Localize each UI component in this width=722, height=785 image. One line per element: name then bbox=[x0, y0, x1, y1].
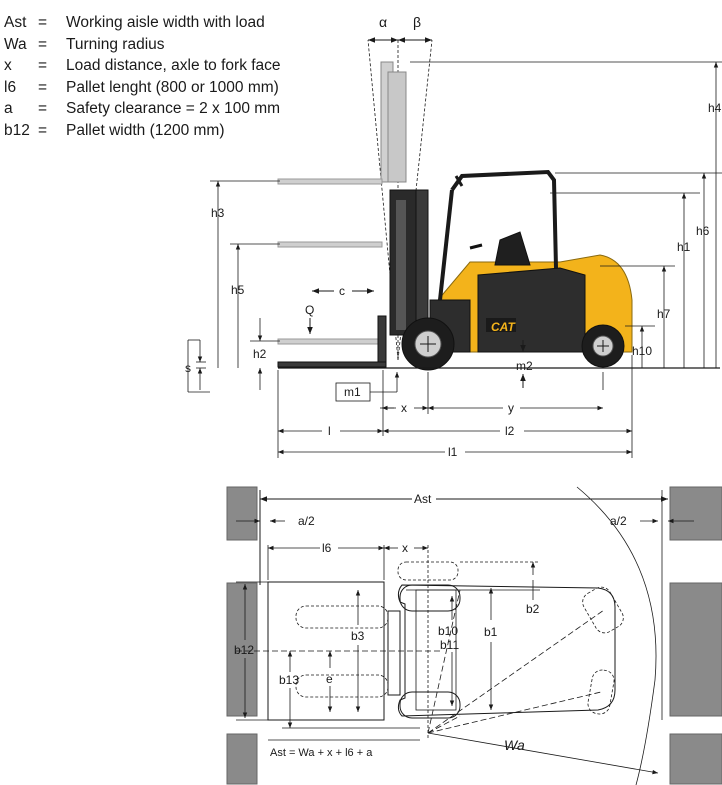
a2-right-label: a/2 bbox=[610, 514, 627, 528]
l2-label: l2 bbox=[505, 424, 515, 438]
legend-description: Turning radius bbox=[66, 35, 165, 53]
formula-label: Ast = Wa + x + l6 + a bbox=[270, 747, 373, 759]
legend-equals: = bbox=[38, 35, 48, 53]
h5-label: h5 bbox=[231, 283, 245, 297]
h4-label: h4 bbox=[708, 101, 722, 115]
legend-equals: = bbox=[38, 57, 48, 74]
forks bbox=[277, 178, 387, 368]
legend-equals: = bbox=[38, 121, 48, 139]
legend-symbol: b12 bbox=[4, 121, 30, 139]
a2-left-label: a/2 bbox=[298, 514, 315, 528]
legend-equals: = bbox=[38, 78, 48, 96]
b10-label: b10 bbox=[438, 624, 458, 638]
legend-symbol: Ast bbox=[4, 14, 27, 31]
legend-symbol: x bbox=[4, 57, 12, 74]
legend-description: Pallet lenght (800 or 1000 mm) bbox=[66, 78, 279, 96]
beta-label: β bbox=[413, 14, 421, 30]
c-label: c bbox=[339, 284, 345, 298]
legend-row: Ast = Working aisle width with load bbox=[4, 12, 281, 34]
mast bbox=[380, 61, 429, 336]
front-wheel bbox=[401, 317, 455, 371]
x-label-top: x bbox=[402, 541, 408, 555]
side-view: CAT bbox=[187, 37, 722, 458]
legend-row: a = Safety clearance = 2 x 100 mm bbox=[4, 98, 281, 120]
m1-label: m1 bbox=[344, 385, 361, 399]
height-dimensions-right bbox=[410, 61, 722, 368]
y-label: y bbox=[508, 401, 514, 415]
h7-label: h7 bbox=[657, 307, 671, 321]
q-label: Q bbox=[305, 303, 314, 317]
legend-row: x = Load distance, axle to fork face bbox=[4, 55, 281, 77]
legend-description: Load distance, axle to fork face bbox=[66, 57, 281, 74]
b11-label: b11 bbox=[440, 638, 459, 652]
legend-symbol: a bbox=[4, 100, 13, 117]
height-dimensions-left bbox=[187, 180, 280, 393]
h1-label: h1 bbox=[677, 240, 691, 254]
h2-label: h2 bbox=[253, 347, 267, 361]
b12-label: b12 bbox=[234, 643, 254, 657]
s-label: s bbox=[185, 361, 191, 375]
side-view-labels: α β h4 h6 h1 h7 h10 h3 h5 h2 s c Q m1 m2… bbox=[185, 14, 722, 459]
h6-label: h6 bbox=[696, 224, 710, 238]
top-view-labels: Ast a/2 a/2 l6 x b12 b13 b3 e b10 b11 b1… bbox=[234, 492, 627, 759]
legend-row: b12 = Pallet width (1200 mm) bbox=[4, 120, 281, 142]
x-label-side: x bbox=[401, 401, 407, 415]
legend-symbol: Wa bbox=[4, 35, 27, 53]
b1-label: b1 bbox=[484, 625, 498, 639]
wa-label: Wa bbox=[504, 737, 525, 753]
rear-wheel bbox=[581, 324, 625, 368]
legend-equals: = bbox=[38, 100, 48, 117]
alpha-label: α bbox=[379, 14, 387, 30]
b3-label: b3 bbox=[351, 629, 365, 643]
aisle-walls bbox=[226, 486, 722, 785]
legend-symbol: l6 bbox=[4, 78, 17, 96]
b2-label: b2 bbox=[526, 602, 540, 616]
ast-label: Ast bbox=[414, 492, 432, 506]
legend-description: Pallet width (1200 mm) bbox=[66, 121, 225, 139]
h3-label: h3 bbox=[211, 206, 225, 220]
legend-description: Working aisle width with load bbox=[66, 14, 265, 31]
legend-equals: = bbox=[38, 14, 48, 31]
legend-row: Wa = Turning radius bbox=[4, 34, 281, 56]
l-label: l bbox=[328, 424, 331, 438]
h10-label: h10 bbox=[632, 344, 652, 358]
l1-label: l1 bbox=[448, 445, 458, 459]
brand-logo: CAT bbox=[491, 320, 516, 334]
e-label: e bbox=[326, 672, 333, 686]
m2-label: m2 bbox=[516, 359, 533, 373]
l6-label: l6 bbox=[322, 541, 332, 555]
top-view bbox=[226, 486, 722, 785]
legend-row: l6 = Pallet lenght (800 or 1000 mm) bbox=[4, 77, 281, 99]
b13-label: b13 bbox=[279, 673, 299, 687]
truck-body bbox=[429, 169, 633, 353]
length-dimensions bbox=[277, 355, 633, 458]
legend-description: Safety clearance = 2 x 100 mm bbox=[66, 100, 281, 117]
